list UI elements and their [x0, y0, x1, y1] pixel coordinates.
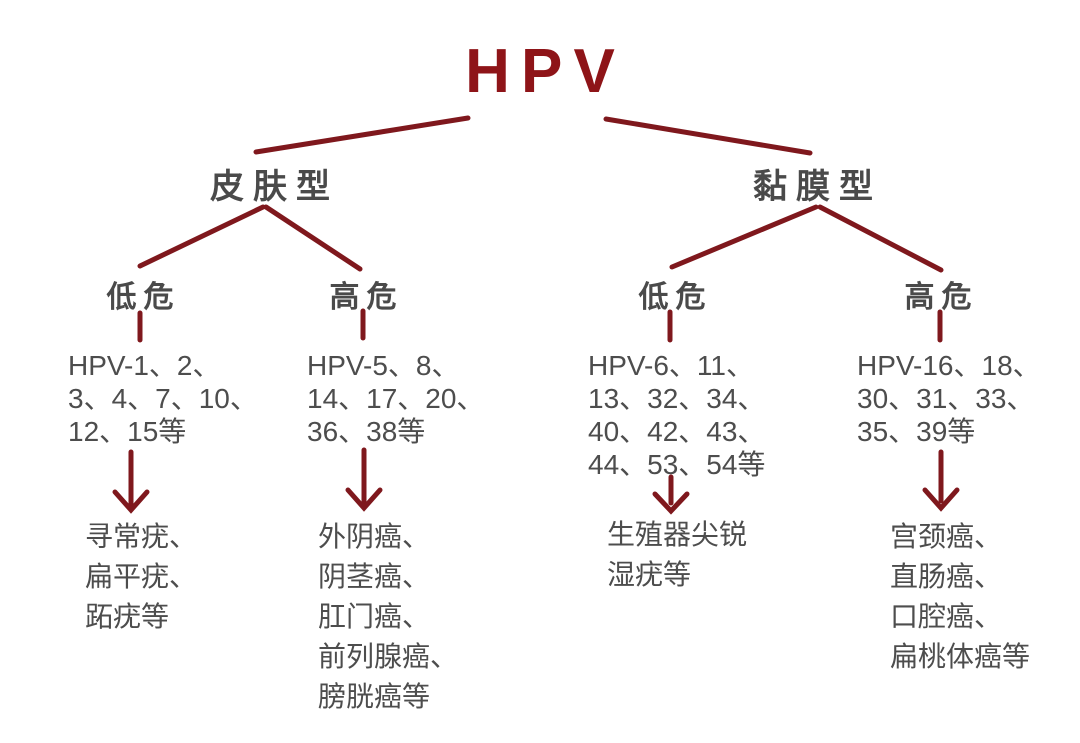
- down-arrow-skin-high: [345, 447, 383, 512]
- connector-title-mucosal: [603, 116, 813, 156]
- disease-line: 宫颈癌、: [890, 521, 1003, 552]
- type-line: HPV-1、2、: [68, 350, 221, 381]
- type-line: HPV-5、8、: [307, 350, 460, 381]
- risk-label-mucosal-high: 高危: [904, 281, 979, 314]
- branch-label-skin: 皮肤型: [210, 168, 339, 206]
- connector-mucosal-low: [669, 204, 819, 270]
- diagram-title: HPV: [465, 37, 627, 106]
- type-line: 30、31、33、: [857, 383, 1035, 414]
- branch-label-mucosal: 黏膜型: [753, 168, 882, 206]
- disease-line: 扁桃体癌等: [890, 641, 1031, 672]
- disease-line: 口腔癌、: [890, 601, 1003, 632]
- connector-title-skin: [253, 115, 471, 155]
- disease-line: 外阴癌、: [318, 521, 431, 552]
- type-line: 12、15等: [68, 416, 187, 447]
- type-line: 35、39等: [857, 416, 976, 447]
- disease-line: 直肠癌、: [890, 561, 1003, 592]
- risk-label-skin-high: 高危: [329, 281, 404, 314]
- connector-skin-low: [137, 204, 266, 269]
- disease-line: 寻常疣、: [85, 521, 198, 552]
- down-arrow-mucosal-high: [922, 449, 960, 512]
- disease-line: 跖疣等: [85, 601, 170, 632]
- type-list-mucosal-low: HPV-6、11、 13、32、34、 40、42、43、 44、53、54等: [588, 349, 765, 481]
- down-arrow-skin-low: [112, 449, 150, 514]
- type-line: HPV-16、18、: [857, 350, 1041, 381]
- disease-line: 前列腺癌、: [318, 641, 459, 672]
- disease-list-mucosal-low: 生殖器尖锐 湿疣等: [607, 515, 747, 595]
- disease-line: 膀胱癌等: [318, 681, 431, 712]
- down-arrow-mucosal-low: [652, 474, 690, 515]
- type-line: 13、32、34、: [588, 383, 766, 414]
- type-list-mucosal-high: HPV-16、18、 30、31、33、 35、39等: [857, 349, 1041, 448]
- type-line: 3、4、7、10、: [68, 383, 258, 414]
- risk-label-mucosal-low: 低危: [638, 281, 713, 314]
- connector-skin-high: [263, 204, 363, 272]
- type-line: 36、38等: [307, 416, 426, 447]
- type-list-skin-low: HPV-1、2、 3、4、7、10、 12、15等: [68, 349, 258, 448]
- type-line: 14、17、20、: [307, 383, 485, 414]
- disease-list-mucosal-high: 宫颈癌、 直肠癌、 口腔癌、 扁桃体癌等: [890, 517, 1030, 677]
- disease-line: 湿疣等: [607, 559, 692, 590]
- type-line: 40、42、43、: [588, 416, 766, 447]
- type-line: 44、53、54等: [588, 449, 766, 480]
- disease-list-skin-high: 外阴癌、 阴茎癌、 肛门癌、 前列腺癌、 膀胱癌等: [318, 517, 458, 717]
- type-line: HPV-6、11、: [588, 350, 754, 381]
- disease-line: 生殖器尖锐: [607, 519, 748, 550]
- disease-line: 阴茎癌、: [318, 561, 431, 592]
- connector-mucosal-high: [817, 204, 944, 273]
- disease-list-skin-low: 寻常疣、 扁平疣、 跖疣等: [85, 517, 197, 637]
- disease-line: 肛门癌、: [318, 601, 431, 632]
- type-list-skin-high: HPV-5、8、 14、17、20、 36、38等: [307, 349, 484, 448]
- disease-line: 扁平疣、: [85, 561, 198, 592]
- risk-label-skin-low: 低危: [106, 281, 181, 314]
